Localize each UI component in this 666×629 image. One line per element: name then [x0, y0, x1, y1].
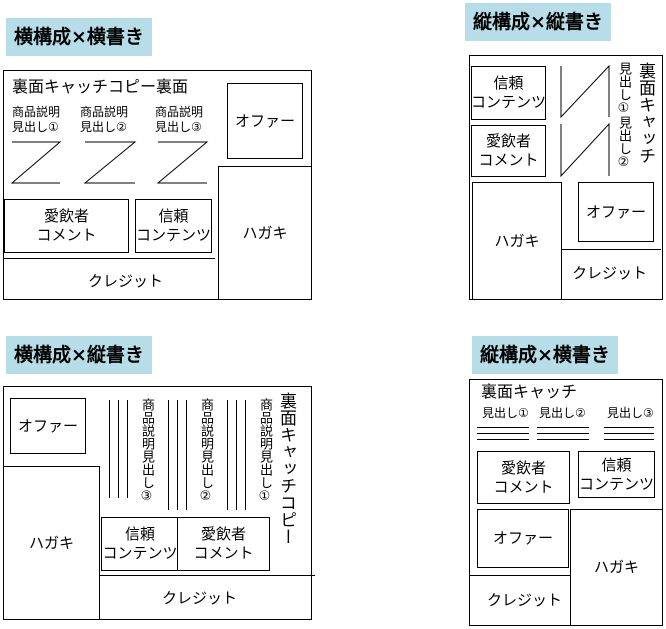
body-text-zigzag-2 [83, 141, 137, 184]
credit-text: クレジット [572, 264, 648, 282]
body-text-line [168, 400, 169, 510]
diagram-title-horizontal-vertical: 横構成×縦書き [6, 336, 152, 374]
catch-copy-vertical-text: 裏面キャッチコピー [276, 392, 296, 545]
customer-comment-box: 愛飲者 コメント [471, 125, 546, 177]
postcard-label: ハガキ [494, 231, 540, 250]
body-text-line [477, 433, 529, 434]
credit-text: クレジット [487, 591, 563, 609]
body-text-line [109, 400, 110, 498]
body-text-line [245, 400, 246, 510]
postcard-box: ハガキ [472, 182, 562, 300]
body-text-line [537, 427, 589, 428]
body-text-line [604, 427, 654, 428]
body-text-line [118, 400, 119, 498]
trust-content-label: 信頼 コンテンツ [136, 207, 212, 244]
body-text-line [236, 400, 237, 510]
diagram-title-vertical-horizontal: 縦構成×横書き [472, 336, 618, 374]
diagram-title-horizontal-horizontal: 横構成×横書き [6, 18, 152, 56]
offer-label: オファー [585, 202, 646, 221]
postcard-box: ハガキ [3, 466, 100, 620]
offer-box: オファー [578, 182, 654, 242]
trust-content-box: 信頼 コンテンツ [471, 66, 546, 120]
offer-box: オファー [227, 83, 303, 159]
offer-box: オファー [10, 398, 86, 454]
body-text-line [186, 400, 187, 510]
postcard-box: ハガキ [570, 509, 663, 626]
trust-content-box: 信頼 コンテンツ [578, 451, 655, 498]
credit-divider [469, 575, 570, 576]
offer-label: オファー [17, 416, 78, 435]
credit-divider [3, 258, 215, 259]
body-text-line [227, 400, 228, 510]
body-text-line [477, 427, 529, 428]
body-text-line [604, 439, 654, 440]
body-text-line [537, 439, 589, 440]
heading-2: 見出し② [539, 406, 586, 420]
body-text-zigzag-group [10, 141, 209, 184]
body-text-zigzag-3 [156, 141, 209, 184]
product-heading-3: 商品説明見出し③ [139, 398, 154, 504]
heading-3: 見出し③ [607, 406, 654, 420]
customer-comment-label: 愛飲者 コメント [478, 132, 539, 169]
credit-text: クレジット [88, 272, 164, 290]
trust-content-label: 信頼 コンテンツ [471, 74, 547, 111]
postcard-label: ハガキ [242, 223, 288, 242]
customer-comment-label: 愛飲者 コメント [36, 207, 97, 244]
product-heading-2: 商品説明見出し② [198, 398, 213, 504]
diagram-title-vertical-vertical: 縦構成×縦書き [465, 3, 611, 41]
heading-1: 見出し① [482, 406, 529, 420]
offer-label: オファー [234, 111, 295, 130]
customer-comment-box: 愛飲者 コメント [477, 451, 570, 504]
trust-content-box: 信頼 コンテンツ [135, 199, 212, 253]
body-text-zigzag-1 [560, 64, 610, 119]
postcard-label: ハガキ [28, 533, 74, 552]
offer-label: オファー [492, 529, 553, 548]
product-heading-3: 商品説明 見出し③ [155, 105, 204, 134]
customer-comment-label: 愛飲者 コメント [193, 525, 254, 562]
product-heading-1: 商品説明 見出し① [12, 105, 61, 134]
headings-vertical-text: 見出し①見出し② [616, 62, 631, 170]
body-text-line [177, 400, 178, 510]
product-heading-2: 商品説明 見出し② [80, 105, 129, 134]
body-text-line [537, 433, 589, 434]
customer-comment-box: 愛飲者 コメント [4, 199, 129, 253]
credit-text: クレジット [162, 589, 238, 607]
product-heading-1: 商品説明見出し① [257, 398, 272, 504]
catch-copy-vertical-text: 裏面キャッチ [635, 62, 655, 164]
body-text-zigzag-group [560, 64, 610, 178]
body-text-line [477, 439, 529, 440]
credit-divider [561, 249, 661, 250]
catch-copy-text: 裏面キャッチコピー裏面 [12, 77, 189, 96]
postcard-box: ハガキ [218, 166, 312, 300]
body-text-line [127, 400, 128, 498]
body-text-line [604, 433, 654, 434]
customer-comment-box: 愛飲者 コメント [177, 517, 270, 571]
postcard-label: ハガキ [593, 558, 639, 577]
customer-comment-label: 愛飲者 コメント [493, 458, 554, 496]
catch-copy-text: 裏面キャッチ [481, 382, 578, 401]
body-text-zigzag-2 [560, 122, 610, 178]
credit-divider [99, 575, 315, 576]
offer-box: オファー [477, 509, 569, 568]
body-text-zigzag-1 [10, 141, 62, 184]
trust-content-label: 信頼 コンテンツ [102, 525, 178, 562]
trust-content-box: 信頼 コンテンツ [101, 517, 179, 571]
trust-content-label: 信頼 コンテンツ [579, 455, 655, 493]
